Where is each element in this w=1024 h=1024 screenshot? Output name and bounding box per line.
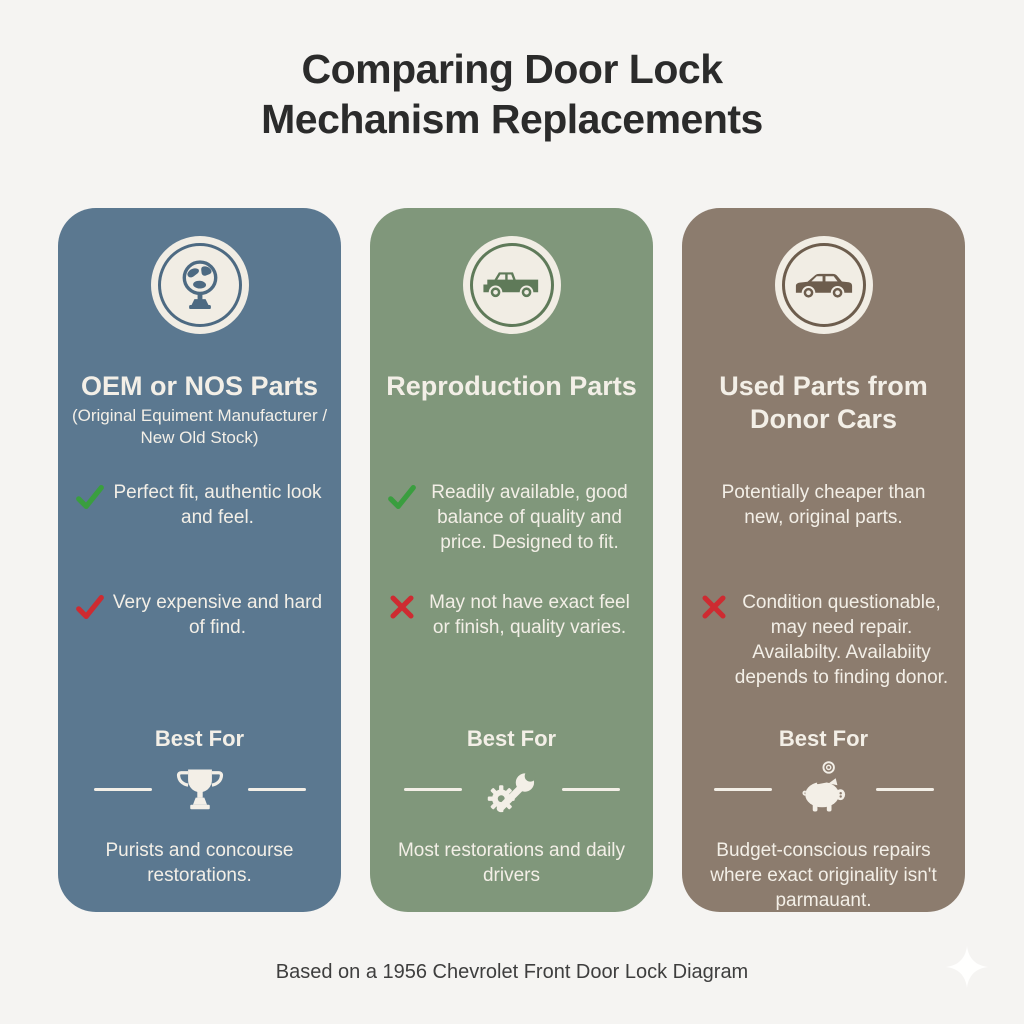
pro-point: Readily available, good balance of quali…	[386, 480, 637, 555]
card-reproduction-parts: Reproduction Parts Readily available, go…	[370, 208, 653, 912]
card-title: OEM or NOS Parts	[80, 371, 319, 401]
divider-line	[403, 787, 462, 791]
card-title: Used Parts from Donor Cars	[719, 371, 928, 434]
card-header-medallion	[774, 236, 873, 334]
con-point: Very expensive and hard of find.	[74, 590, 325, 640]
best-for-label: Best For	[778, 726, 869, 751]
con-point: Condition questionable, may need repair.…	[698, 590, 949, 690]
red-check-icon	[74, 590, 110, 628]
con-point-text: Condition questionable, may need repair.…	[734, 592, 949, 688]
sedan-car-icon	[795, 273, 852, 300]
pro-point: Perfect fit, authentic look and feel.	[74, 480, 325, 530]
page-title: Comparing Door Lock Mechanism Replacemen…	[0, 44, 1024, 144]
divider-line	[713, 787, 772, 791]
best-for-text: Purists and concourse restorations.	[105, 840, 294, 886]
page-title-line1: Comparing Door Lock	[301, 46, 723, 92]
best-for-label: Best For	[154, 726, 245, 751]
page-title-line2: Mechanism Replacements	[261, 96, 763, 142]
card-oem-nos-parts: OEM or NOS Parts (Original Equiment Manu…	[58, 208, 341, 912]
green-check-icon	[74, 480, 110, 518]
best-for-divider-row	[72, 756, 327, 822]
comparison-cards: OEM or NOS Parts (Original Equiment Manu…	[58, 208, 967, 912]
best-for-label: Best For	[466, 726, 557, 751]
best-for-divider-row	[384, 756, 639, 822]
best-for-text: Most restorations and daily drivers	[397, 840, 626, 886]
con-point-text: May not have exact feel or finish, quali…	[429, 592, 630, 638]
best-for-divider-row	[696, 756, 951, 822]
pro-point-text: Readily available, good balance of quali…	[431, 482, 628, 553]
desk-globe-icon	[182, 260, 217, 310]
divider-line	[93, 787, 152, 791]
trophy-icon	[174, 763, 226, 815]
red-x-icon	[698, 590, 734, 628]
card-used-parts-donor-cars: Used Parts from Donor Cars Potentially c…	[682, 208, 965, 912]
con-point: May not have exact feel or finish, quali…	[386, 590, 637, 640]
card-title: Reproduction Parts	[386, 371, 637, 401]
green-check-icon	[386, 480, 422, 518]
neutral-point: Potentially cheaper than new, original p…	[708, 480, 939, 530]
divider-line	[561, 787, 620, 791]
sparkle-icon	[944, 944, 990, 990]
tools-icon	[484, 761, 540, 817]
neutral-point-text: Potentially cheaper than new, original p…	[721, 482, 926, 528]
card-header-medallion	[150, 236, 249, 334]
source-caption: Based on a 1956 Chevrolet Front Door Loc…	[275, 961, 749, 983]
red-x-icon	[386, 590, 422, 628]
divider-line	[247, 787, 306, 791]
piggy-bank-icon	[794, 758, 854, 820]
pro-point-text: Perfect fit, authentic look and feel.	[113, 482, 322, 528]
pickup-truck-icon	[482, 272, 538, 300]
card-header-medallion	[462, 236, 561, 334]
card-subtitle: (Original Equiment Manufacturer / New Ol…	[71, 406, 328, 447]
divider-line	[875, 787, 934, 791]
con-point-text: Very expensive and hard of find.	[112, 592, 323, 638]
best-for-text: Budget-conscious repairs where exact ori…	[710, 840, 937, 911]
